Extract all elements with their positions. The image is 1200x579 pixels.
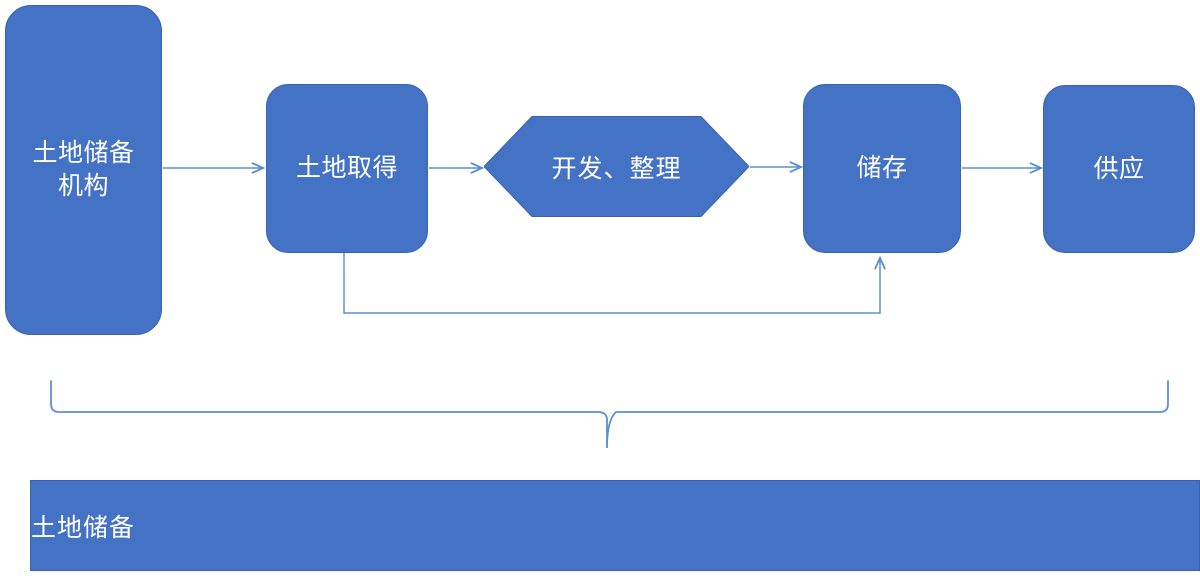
node-agency-label: 土地储备 机构 (32, 139, 135, 200)
node-develop-label: 开发、整理 (551, 154, 682, 183)
node-supply[interactable]: 供应 (1043, 85, 1195, 253)
brace-reserve-scope (50, 380, 1169, 449)
node-land-reserve-agency[interactable]: 土地储备 机构 (5, 5, 162, 335)
node-development-consolidation[interactable]: 开发、整理 (483, 116, 750, 217)
node-land-reserve-bar[interactable]: 土地储备 (30, 480, 1200, 571)
node-storage-label: 储存 (856, 154, 908, 182)
node-storage[interactable]: 储存 (803, 84, 961, 253)
connector-acquire-to-storage-feedback (343, 253, 880, 314)
node-supply-label: 供应 (1093, 154, 1145, 183)
node-acquire-label: 土地取得 (295, 154, 398, 182)
node-reserve-label: 土地储备 (31, 513, 136, 542)
node-land-acquisition[interactable]: 土地取得 (266, 84, 428, 253)
